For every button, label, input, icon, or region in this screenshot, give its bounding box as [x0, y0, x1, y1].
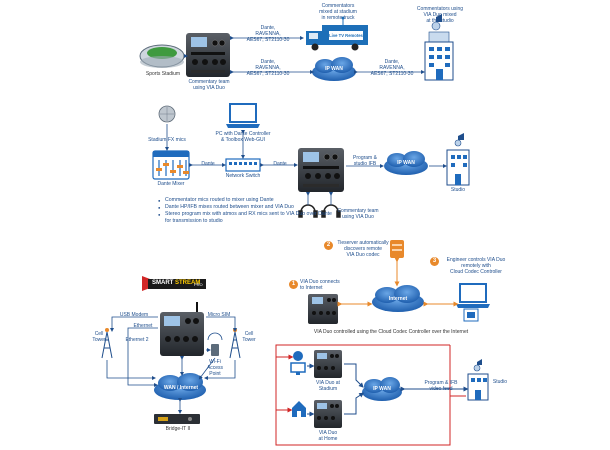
bullet-item: Stereo program mix with atmos and RX mic…	[158, 211, 338, 225]
dante-label-right: Dante, RAVENNA, AES67, ST2110-30	[370, 59, 414, 77]
home-icon	[292, 401, 306, 417]
dante-label-lower: Dante, RAVENNA, AES67, ST2110-30	[246, 59, 290, 77]
dante-mixer-icon	[152, 150, 190, 180]
step-1-label: VIA Duo connects to Internet	[300, 279, 340, 291]
usb-modem-label: USB Modem	[119, 312, 149, 318]
bridge-it-label: Bridge-IT II	[165, 426, 191, 432]
remote-truck-caption: Commentators mixed at stadium in remote …	[319, 3, 357, 21]
stadium-fx-label: Stadium FX mics	[148, 137, 186, 143]
pc-dante-label: PC with Dante Controller & Toolbox Web-G…	[215, 131, 271, 143]
program-ifb-video-label: Program & IFB video feed	[424, 380, 458, 392]
step-2-label: Tieserver automatically discovers remote…	[337, 240, 389, 258]
ip-wan-cloud-top	[312, 57, 356, 81]
wan-internet-label: WAN / Internet	[163, 385, 199, 391]
via-duo-device-top	[186, 33, 230, 77]
program-ifb-label-middle: Program & studio IFB	[353, 155, 377, 167]
ip-wan-label-top: IP WAN	[325, 66, 343, 72]
pc-laptop-icon	[226, 103, 260, 128]
step-3-label: Engineer controls VIA Duo remotely with …	[446, 257, 506, 275]
ip-wan-cloud-middle	[384, 151, 428, 175]
wifi-access-point-icon	[207, 332, 223, 356]
bottom-right-connectors	[275, 344, 469, 446]
studio-building-icon-middle	[446, 133, 470, 186]
controller-laptop-icon	[456, 283, 490, 322]
top-connectors	[184, 36, 425, 74]
micro-sim-label: Micro SIM	[207, 312, 231, 318]
via-duo-device-bonding	[160, 302, 204, 356]
feature-bullet-list: Commentator mics routed to mixer using D…	[158, 197, 338, 225]
studio-building-icon-top	[424, 14, 454, 81]
cell-tower-left-label: Cell Tower	[92, 331, 106, 343]
dante-mixer-label: Dante Mixer	[157, 181, 185, 187]
network-switch-icon	[225, 158, 261, 172]
sports-stadium-label: Sports Stadium	[145, 71, 181, 77]
via-duo-home-label: VIA Duo at Home	[318, 430, 338, 442]
internet-label: Internet	[388, 296, 408, 302]
stadium-fx-mic-icon	[158, 105, 176, 123]
step-1-badge: 1	[289, 280, 298, 289]
ethernet-label: Ethernet	[133, 323, 153, 329]
studio-label-middle: Studio	[450, 187, 466, 193]
studio-label-bottom: Studio	[492, 379, 508, 385]
ip-wan-label-bottom: IP WAN	[373, 386, 391, 392]
wan-internet-cloud	[154, 373, 206, 400]
internet-cloud	[372, 285, 424, 312]
live-tv-remotes-label: Live TV Remotes	[328, 30, 364, 41]
via-duo-device-middle	[298, 148, 344, 192]
dante-link-label-left: Dante	[201, 161, 215, 167]
cell-tower-icon-left	[101, 328, 113, 359]
studio-caption-top: Commentators using VIA Duo mixed at the …	[416, 6, 464, 24]
bullet-item: Commentator mics routed to mixer using D…	[158, 197, 338, 204]
wifi-access-point-label: Wi-Fi Access Point	[206, 359, 224, 377]
step-3-badge: 3	[430, 257, 439, 266]
studio-building-icon-bottom	[467, 359, 489, 401]
via-duo-stadium-label: VIA Duo at Stadium	[316, 380, 340, 392]
bridge-it-device-icon	[154, 414, 200, 424]
dante-label-upper: Dante, RAVENNA, AES67, ST2110-30	[246, 25, 290, 43]
stadium-monitor-icon	[290, 351, 306, 375]
smart-stream-pro-logo: SMART STREAM PRO	[142, 274, 208, 294]
dante-link-label-right: Dante	[273, 161, 287, 167]
internet-connectors	[337, 257, 459, 307]
stadium-icon	[139, 44, 185, 68]
via-duo-device-stadium	[314, 350, 342, 378]
commentary-team-label-top: Commentary team using VIA Duo	[188, 79, 230, 91]
commentary-team-label-middle: Commentary team using VIA Duo	[337, 208, 379, 220]
network-switch-label: Network Switch	[225, 173, 261, 179]
ip-wan-label-middle: IP WAN	[397, 160, 415, 166]
cloud-server-icon	[390, 240, 404, 258]
cloud-codec-caption: VIA Duo controlled using the Cloud Codec…	[313, 329, 469, 335]
via-duo-device-home	[314, 400, 342, 428]
ip-wan-cloud-bottom	[362, 377, 402, 401]
bonding-connectors	[106, 316, 237, 414]
step-2-badge: 2	[324, 241, 333, 250]
ethernet-2-label: Ethernet 2	[125, 337, 149, 343]
bullet-item: Dante HP/IFB mixes routed between mixer …	[158, 204, 338, 211]
via-duo-device-internet	[308, 294, 338, 324]
cell-tower-right-label: Cell Tower	[242, 331, 256, 343]
